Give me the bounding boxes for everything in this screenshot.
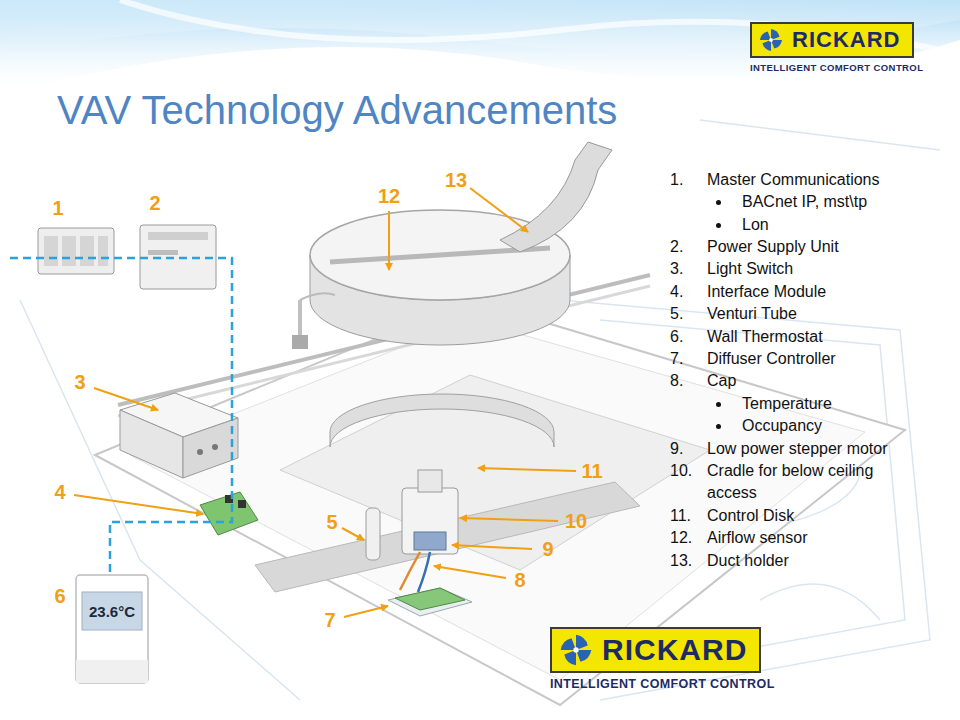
callout-number: 11 [581,461,602,481]
callout-number: 5 [326,512,337,532]
callout-number: 4 [54,482,65,502]
callout-number: 13 [445,170,467,190]
list-item: Wall Thermostat [707,326,823,348]
logo-wordmark: RICKARD [792,27,900,53]
list-item: Interface Module [707,281,826,303]
list-number: 13. [670,550,692,572]
logo-tagline: INTELLIGENT COMFORT CONTROL [550,677,775,691]
list-item: Cradle for below ceiling access [707,460,912,505]
callout-number: 12 [378,186,400,206]
list-number: 3. [670,258,683,280]
list-subitem: BACnet IP, mst\tp [742,191,867,213]
list-number: 7. [670,348,683,370]
list-number: 5. [670,303,683,325]
list-number: 9. [670,438,683,460]
logo-icon [558,632,594,668]
bullet-dot [716,223,721,228]
list-item: Low power stepper motor [707,438,888,460]
list-item: Duct holder [707,550,789,572]
list-item: Master Communications [707,169,880,191]
callout-number: 7 [324,610,335,630]
list-item: Airflow sensor [707,527,807,549]
pinwheel-icon [558,632,594,668]
callout-number: 9 [542,539,553,559]
list-number: 2. [670,236,683,258]
logo-icon [758,27,784,53]
list-number: 10. [670,460,692,482]
callout-number: 2 [149,193,160,213]
list-number: 1. [670,169,683,191]
list-item: Power Supply Unit [707,236,839,258]
list-subitem: Lon [742,214,769,236]
callout-number: 8 [514,570,525,590]
logo: RICKARD INTELLIGENT COMFORT CONTROL [550,627,775,691]
thermostat-reading: 23.6°C [89,603,135,620]
callout-number: 10 [565,511,587,531]
bullet-dot [716,402,721,407]
list-item: Light Switch [707,258,793,280]
logo-wordmark: RICKARD [602,633,747,667]
callout-number: 1 [52,198,63,218]
list-number: 4. [670,281,683,303]
list-subitem: Temperature [742,393,832,415]
list-number: 8. [670,370,683,392]
pinwheel-icon [758,27,784,53]
list-number: 6. [670,326,683,348]
slide-title: VAV Technology Advancements [57,88,617,133]
list-item: Cap [707,370,736,392]
logo-box: RICKARD [750,22,914,58]
logo-box: RICKARD [550,627,761,673]
callout-number: 3 [74,372,85,392]
logo: RICKARD INTELLIGENT COMFORT CONTROL [750,22,923,73]
list-item: Venturi Tube [707,303,797,325]
bullet-dot [716,200,721,205]
list-item: Control Disk [707,505,794,527]
callout-number: 6 [54,586,65,606]
list-item: Diffuser Controller [707,348,836,370]
list-number: 12. [670,527,692,549]
list-subitem: Occupancy [742,415,822,437]
logo-tagline: INTELLIGENT COMFORT CONTROL [750,62,923,73]
list-number: 11. [670,505,691,527]
